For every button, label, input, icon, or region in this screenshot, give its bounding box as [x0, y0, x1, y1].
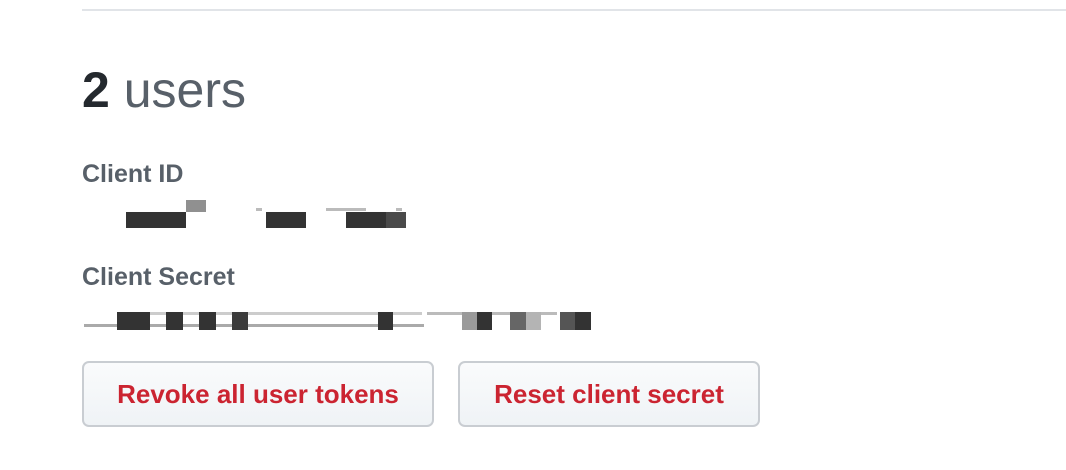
users-count-label: users [123, 62, 246, 118]
users-count-heading: 2 users [82, 58, 246, 122]
users-count: 2 [82, 62, 110, 118]
revoke-all-user-tokens-button[interactable]: Revoke all user tokens [82, 361, 434, 427]
client-secret-label: Client Secret [82, 263, 235, 291]
client-secret-value-redacted [82, 306, 722, 346]
reset-client-secret-button[interactable]: Reset client secret [458, 361, 760, 427]
section-divider [82, 9, 1066, 11]
client-id-value-redacted [82, 196, 722, 236]
client-id-label: Client ID [82, 160, 184, 188]
